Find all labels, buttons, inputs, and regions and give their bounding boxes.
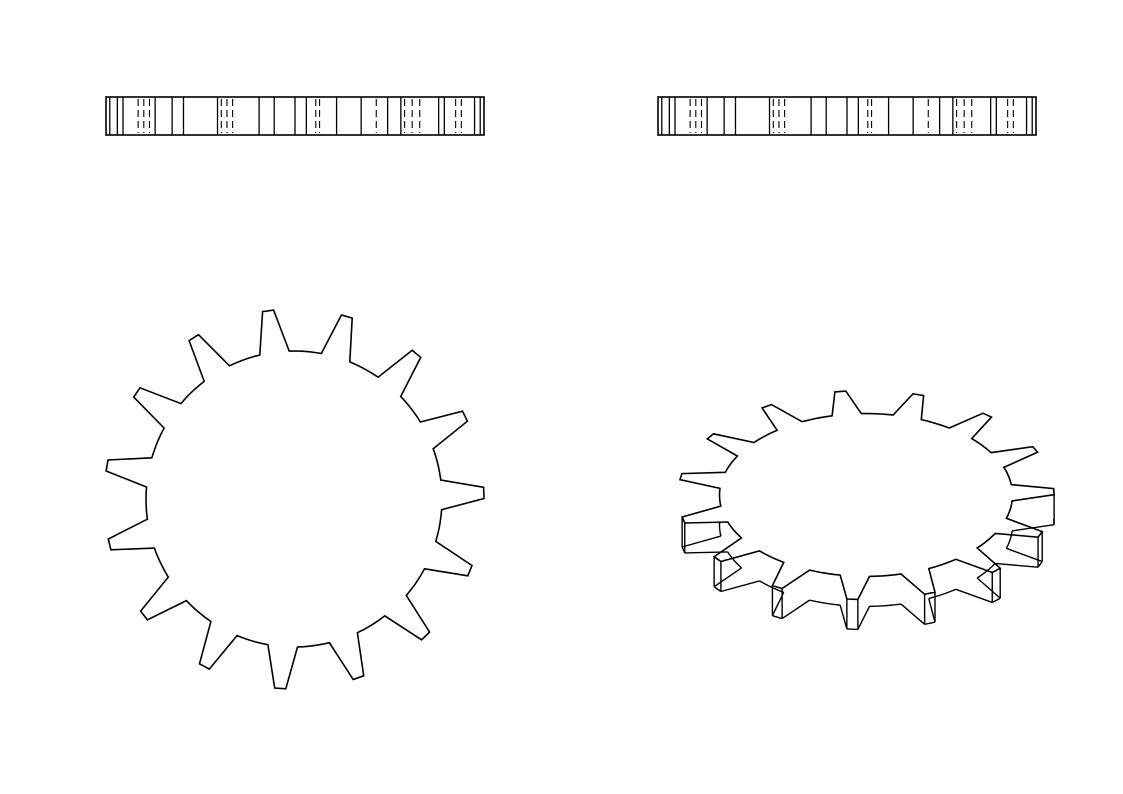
gear-iso-bottom-edge xyxy=(781,599,810,620)
gear-iso-bottom-edge xyxy=(713,567,742,588)
gear-iso-bottom-edge xyxy=(924,621,936,625)
gear-iso-bottom-edge xyxy=(734,561,739,566)
gear-iso-bottom-edge xyxy=(759,580,765,585)
gear-plan-view xyxy=(105,309,485,690)
gear-iso-bottom-edge xyxy=(1007,541,1011,546)
gear-iso-bottom-edge xyxy=(773,587,779,591)
gear-iso-bottom-edge xyxy=(778,589,784,594)
gear-edge-view-right xyxy=(657,96,1037,136)
gear-iso-bottom-edge xyxy=(995,562,1039,568)
gear-iso-bottom-edge xyxy=(713,586,722,593)
gear-iso-bottom-edge xyxy=(955,588,993,604)
gear-iso-bottom-edge xyxy=(763,582,769,587)
gear-iso-bottom-edge xyxy=(928,596,935,600)
gear-iso-bottom-edge xyxy=(839,604,848,630)
gear-iso-bottom-edge xyxy=(857,606,871,630)
gear-iso-bottom-edge xyxy=(928,598,936,623)
gear-iso-bottom-edge xyxy=(900,603,926,625)
gear-iso-bottom-edge xyxy=(945,590,952,595)
gear-edge-view-left xyxy=(105,96,485,136)
gear-iso-bottom-edge xyxy=(991,597,1001,604)
gear-iso-bottom-edge xyxy=(833,603,841,606)
gear-iso-bottom-edge xyxy=(821,601,828,605)
gear-iso-bottom-edge xyxy=(888,604,895,607)
gear-iso-bottom-edge xyxy=(976,577,1001,599)
gear-iso-bottom-edge xyxy=(737,564,743,569)
gear-iso-bottom-edge xyxy=(950,588,957,593)
gear-iso-bottom-edge xyxy=(1010,530,1013,535)
gear-iso-bottom-edge xyxy=(809,599,816,603)
gear-iso-bottom-edge xyxy=(894,603,902,606)
gear-iso-bottom-edge xyxy=(727,551,731,556)
gear-iso-bottom-edge xyxy=(1006,547,1043,563)
gear-iso-bottom-edge xyxy=(976,574,982,579)
gear-iso-bottom-edge xyxy=(720,580,760,593)
gear-iso-bottom-edge xyxy=(827,602,834,606)
gear-iso-bottom-edge xyxy=(939,592,946,596)
gear-iso-bottom-edge xyxy=(980,571,986,576)
gear-isometric-view xyxy=(678,390,1055,631)
gear-iso-bottom-edge xyxy=(815,600,822,604)
gear-iso-bottom-edge xyxy=(731,558,736,563)
gear-iso-bottom-edge xyxy=(681,535,722,548)
gear-iso-bottom-edge xyxy=(719,532,722,537)
gear-iso-bottom-edge xyxy=(772,614,783,620)
gear-iso-bottom-edge xyxy=(1008,537,1012,542)
gear-iso-bottom-edge xyxy=(988,565,993,571)
gear-iso-top-face xyxy=(678,390,1055,601)
